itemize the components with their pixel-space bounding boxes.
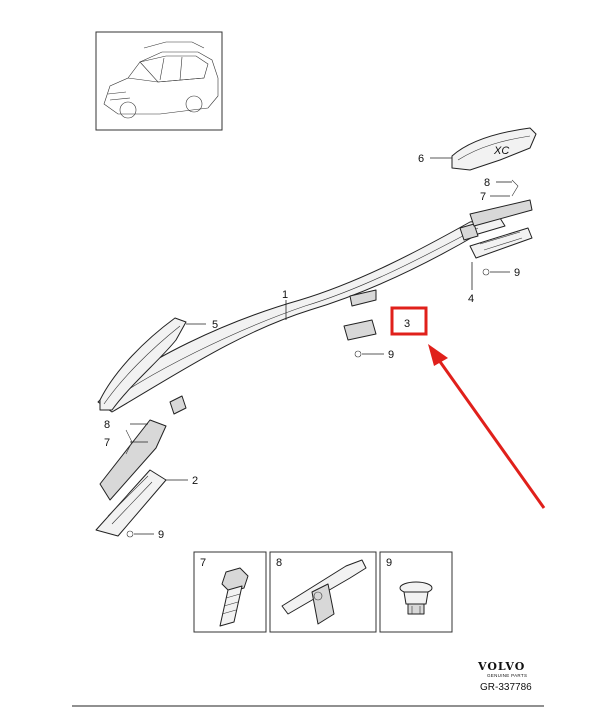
- leader-lines: [130, 157, 512, 535]
- highlight-box: [390, 306, 428, 336]
- callouts: 1 2 3 4 5 6 7 8 9 9 8 7 9: [104, 153, 520, 541]
- callout-7-top: 7: [480, 191, 486, 203]
- callout-5: 5: [212, 319, 218, 331]
- callout-9-bottom: 9: [158, 529, 164, 541]
- brand-block: VOLVO GENUINE PARTS GR-337786: [477, 660, 532, 693]
- legend-label-7: 7: [200, 557, 206, 569]
- legend-box-8: 8: [269, 551, 377, 633]
- center-clip: [343, 319, 377, 358]
- callout-4: 4: [468, 293, 474, 305]
- callout-9-mid: 9: [388, 349, 394, 361]
- legend-box-7: 7: [193, 551, 267, 633]
- callout-7-left: 7: [104, 437, 110, 449]
- legend-label-8: 8: [276, 557, 282, 569]
- legend-label-9: 9: [386, 557, 392, 569]
- callout-9-top: 9: [514, 267, 520, 279]
- rear-end-cover: XC: [451, 127, 537, 171]
- callout-1: 1: [282, 289, 288, 301]
- callout-8-left: 8: [104, 419, 110, 431]
- bolt-icon: [219, 567, 249, 627]
- brand-logo: VOLVO: [477, 660, 525, 673]
- clip-icon: [281, 559, 367, 625]
- nut-icon: [399, 581, 433, 615]
- highlight-arrow-head: [428, 344, 448, 366]
- legend-box-9: 9: [379, 551, 453, 633]
- highlight-annotation: [390, 306, 546, 509]
- highlight-arrow: [434, 355, 546, 509]
- callout-3: 3: [404, 318, 410, 330]
- callout-8-top: 8: [484, 177, 490, 189]
- rail-cap-text: XC: [493, 145, 509, 157]
- roof-rail: [97, 217, 506, 415]
- callout-2: 2: [192, 475, 198, 487]
- diagram-reference: GR-337786: [480, 682, 532, 693]
- rear-bracket: [469, 179, 533, 276]
- vehicle-thumbnail: [95, 31, 223, 131]
- brand-tagline: GENUINE PARTS: [487, 673, 527, 678]
- front-end-cover: [99, 317, 187, 411]
- callout-6: 6: [418, 153, 424, 165]
